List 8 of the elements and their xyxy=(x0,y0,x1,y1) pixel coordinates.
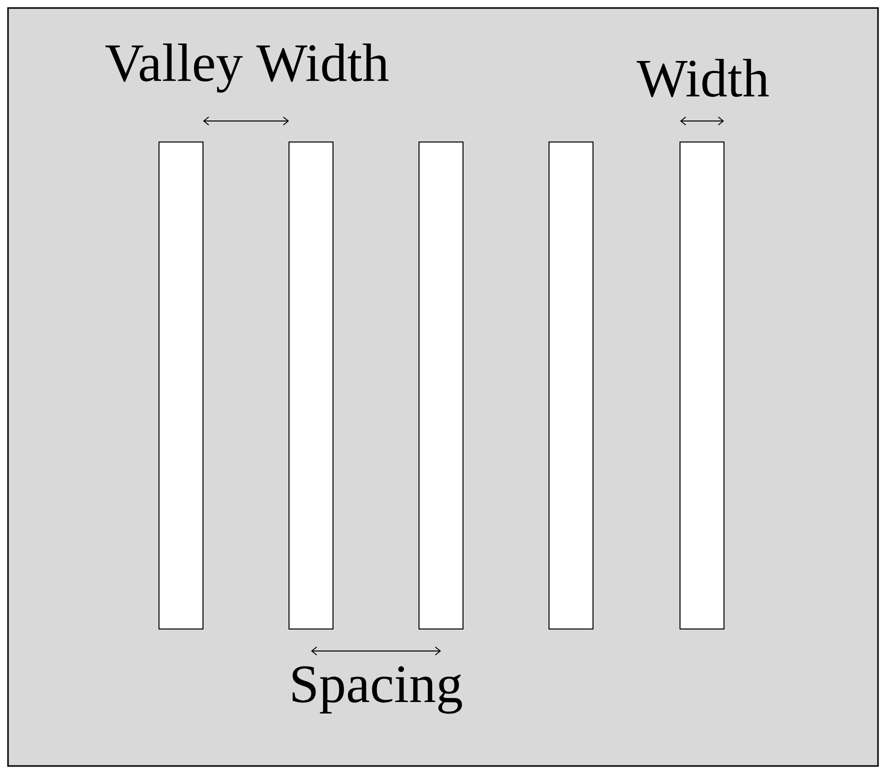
bar xyxy=(288,142,334,630)
bar xyxy=(418,142,464,630)
dimension-label: Width xyxy=(636,58,769,98)
bar xyxy=(680,142,724,630)
dimension-label: Spacing xyxy=(292,666,462,714)
bar xyxy=(548,142,594,630)
dimension-label: Valley Width xyxy=(105,43,389,93)
bar xyxy=(158,142,204,630)
